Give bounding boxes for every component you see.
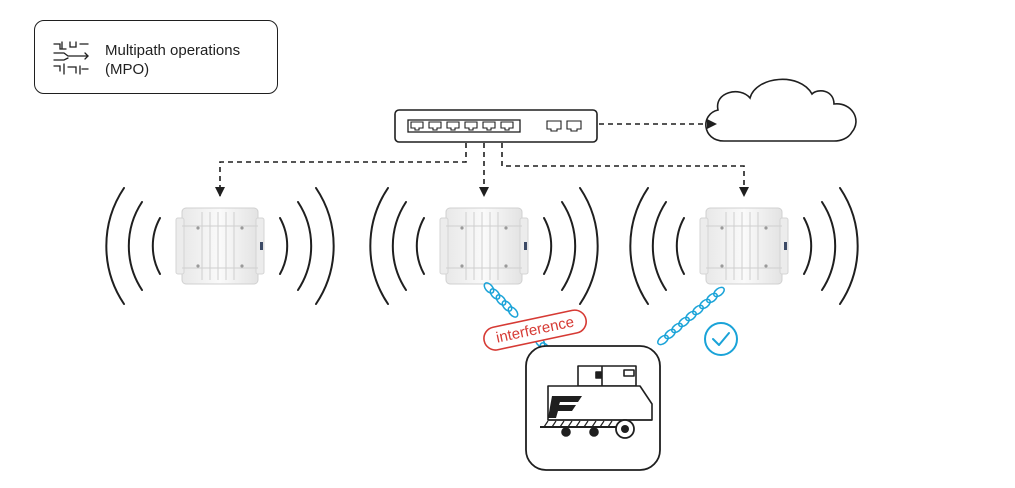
cloud-icon bbox=[705, 78, 857, 142]
wireless-access-point-icon bbox=[175, 207, 265, 285]
successful-wireless-link bbox=[657, 286, 725, 346]
legend-title-line1: Multipath operations bbox=[105, 42, 241, 59]
check-circle-icon bbox=[704, 322, 738, 356]
access-point-left bbox=[105, 187, 335, 305]
legend-title-line2: (MPO) bbox=[105, 61, 150, 78]
vehicle-card bbox=[525, 345, 661, 471]
multipath-routing-icon bbox=[53, 41, 89, 75]
wireless-access-point-icon bbox=[699, 207, 789, 285]
legend-box: Multipath operations (MPO) bbox=[34, 20, 278, 94]
switch-to-ap-left-link bbox=[215, 143, 467, 197]
network-switch-icon bbox=[394, 109, 598, 143]
autonomous-vehicle-icon bbox=[540, 365, 653, 439]
access-point-right bbox=[629, 187, 859, 305]
wireless-access-point-icon bbox=[439, 207, 529, 285]
switch-to-ap-right-link bbox=[501, 143, 749, 197]
